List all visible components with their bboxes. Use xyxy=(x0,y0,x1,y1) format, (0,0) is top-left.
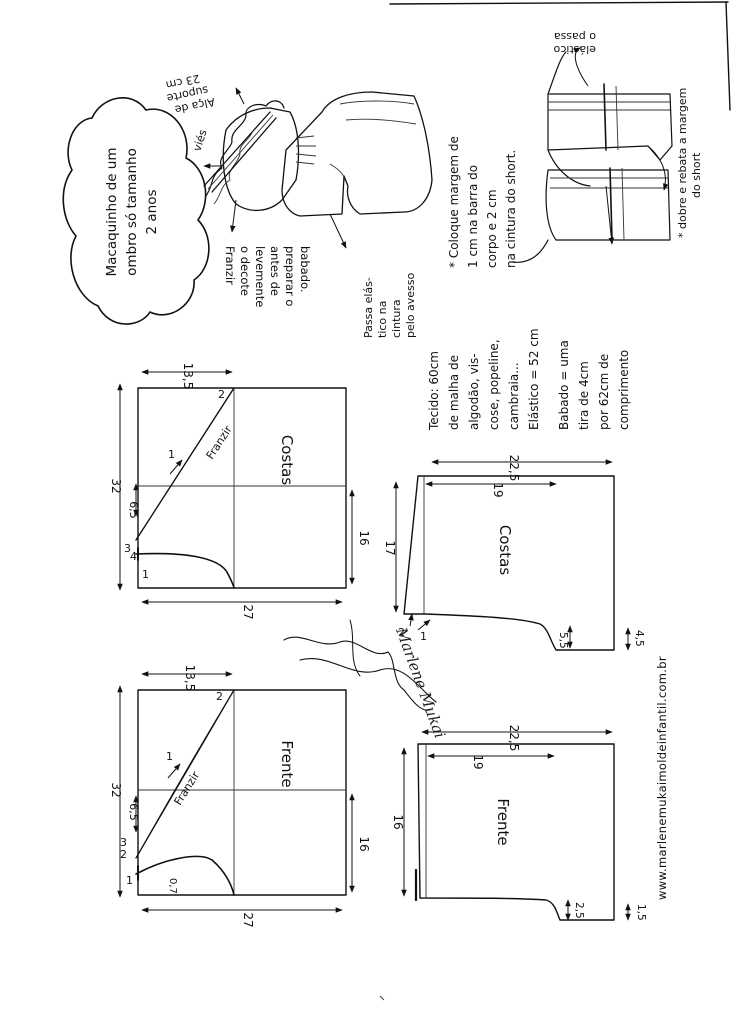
gather-note-line-5: preparar o xyxy=(283,246,297,306)
bodice-front-dim-65: 6,5 xyxy=(127,803,140,821)
elastic-note-line-3: cintura xyxy=(390,299,403,338)
vies-note: viés xyxy=(190,128,209,153)
materials-fabric-2: de malha de xyxy=(447,355,461,430)
bodice-front-dim-16: 16 xyxy=(357,836,371,851)
scan-frame-top xyxy=(389,1,729,5)
materials-fabric-3: algodão, vis- xyxy=(467,353,481,430)
materials-ruffle-1: Babado = uma xyxy=(557,340,571,430)
bodice-back-dim-width: 32 xyxy=(109,478,123,493)
gather-note-line-6: babado. xyxy=(298,246,312,292)
bodice-front-dim-3: 3 xyxy=(120,836,127,849)
short-back-dim-2: 2 xyxy=(398,626,405,639)
gather-note-line-4: antes de xyxy=(268,246,282,296)
bodice-back-dim-top: 13,5 xyxy=(181,363,195,390)
short-back-dim-19: 19 xyxy=(491,482,505,497)
title-cloud: Macaquinho de um ombro só tamanho 2 anos xyxy=(62,97,210,325)
short-fold-note-2: do short xyxy=(690,152,703,198)
bodice-front-dim-1: 1 xyxy=(126,874,133,887)
materials-fabric-1: Tecido: 60cm xyxy=(427,351,441,431)
short-back-dim-55: 5,5 xyxy=(557,632,569,649)
bodice-front-dim-top: 13,5 xyxy=(183,665,197,692)
bodice-front-dim-width: 32 xyxy=(109,782,123,797)
gather-note-line-2: o decote xyxy=(238,246,252,296)
short-elastic-note-2: o passa xyxy=(554,30,596,43)
materials-ruffle-2: tira de 4cm xyxy=(577,361,591,430)
materials-fabric-5: cambraia... xyxy=(507,362,521,430)
gather-note-line-1: Franzir xyxy=(223,246,237,285)
short-back-dim-1: 1 xyxy=(420,630,427,643)
title-line-3: 2 anos xyxy=(144,189,160,234)
elastic-note-line-1: Passa elás- xyxy=(362,277,375,338)
bodice-front-dim-27: 27 xyxy=(241,912,255,927)
bodice-front-dim-2b: 2 xyxy=(216,690,223,703)
bodice-back-dim-1: 1 xyxy=(142,568,149,581)
gather-note-line-3: levemente xyxy=(253,246,267,307)
short-front-label: Frente xyxy=(494,798,512,845)
margin-note-line-3: corpo e 2 cm xyxy=(485,189,499,268)
margin-note-line-2: 1 cm na barra do xyxy=(466,165,480,268)
bodice-back-pattern xyxy=(117,369,355,605)
bodice-front-dim-1b: 1 xyxy=(166,750,173,763)
bodice-front-dim-2: 2 xyxy=(120,848,127,861)
bodice-back-dim-65: 6,5 xyxy=(127,501,140,519)
bodice-back-dim-3: 3 xyxy=(124,542,131,555)
materials-ruffle-4: comprimento xyxy=(617,350,631,430)
short-front-dim-25: 2,5 xyxy=(573,902,585,919)
short-back-dim-17: 17 xyxy=(383,540,397,555)
bodice-back-dim-1b: 1 xyxy=(168,448,175,461)
materials-fabric-4: cose, popeline, xyxy=(487,339,501,430)
materials-ruffle-3: por 62cm de xyxy=(597,354,611,430)
stray-mark xyxy=(379,995,385,1001)
garment-sketch xyxy=(203,87,433,249)
bodice-back-dim-27: 27 xyxy=(241,604,255,619)
bodice-front-dim-07: 0,7 xyxy=(167,878,178,894)
margin-note-line-1: * Coloque margem de xyxy=(447,136,461,268)
bodice-back-dim-16: 16 xyxy=(357,530,371,545)
title-line-2: ombro só tamanho xyxy=(124,148,140,276)
margin-note-line-4: na cintura do short. xyxy=(504,150,518,268)
short-front-dim-16: 16 xyxy=(391,814,405,829)
short-elastic-note-1: elástico xyxy=(553,43,596,56)
bodice-front-label: Frente xyxy=(278,740,296,787)
bodice-back-label: Costas xyxy=(278,435,296,486)
short-back-dim-225: 22,5 xyxy=(507,455,521,482)
short-back-label: Costas xyxy=(496,525,514,576)
scan-frame-right xyxy=(725,1,731,111)
website-url: www.marlenemukaimoldeinfantil.com.br xyxy=(655,656,669,900)
short-front-pattern xyxy=(401,729,631,921)
short-front-dim-15: 1,5 xyxy=(635,904,647,921)
short-back-dim-45: 4,5 xyxy=(633,630,645,647)
bodice-back-dim-4: 4 xyxy=(130,550,137,563)
short-detail-sketch xyxy=(511,47,673,263)
short-front-dim-19: 19 xyxy=(471,754,485,769)
bodice-back-dim-2: 2 xyxy=(218,388,225,401)
elastic-note-line-4: pelo avesso xyxy=(404,272,417,338)
materials-elastic: Elástico = 52 cm xyxy=(527,328,541,430)
bodice-front-pattern xyxy=(117,671,355,913)
elastic-note-line-2: tico na xyxy=(376,301,389,338)
short-fold-note-1: * dobre e rebata a margem xyxy=(676,88,689,238)
short-back-pattern xyxy=(393,459,631,651)
title-line-1: Macaquinho de um xyxy=(104,147,120,276)
short-front-dim-225: 22,5 xyxy=(507,725,521,752)
